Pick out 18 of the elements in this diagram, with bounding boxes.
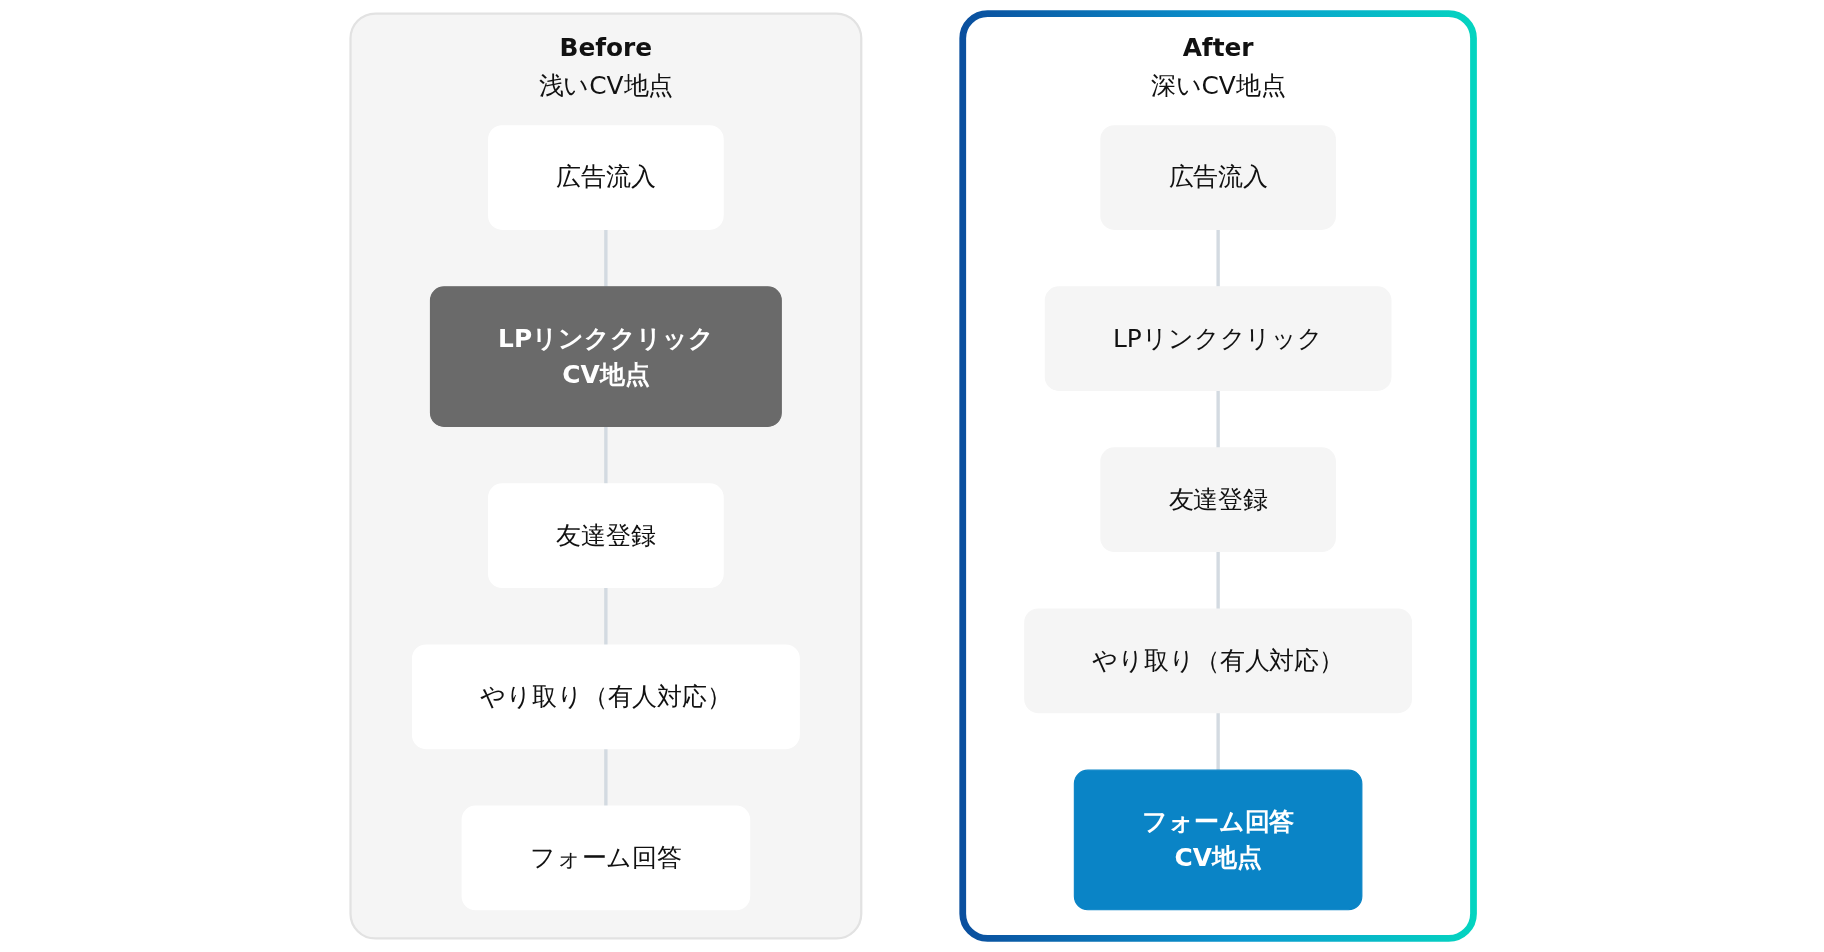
node-box: フォーム回答 CV地点: [1073, 769, 1363, 911]
node-box: 広告流入: [1100, 125, 1336, 230]
node-box: 友達登録: [488, 483, 724, 589]
connector: [1216, 712, 1220, 771]
node-box: やり取り（有人対応）: [411, 644, 800, 750]
connector: [604, 748, 608, 807]
node-box: フォーム回答: [461, 805, 751, 911]
node-box: 友達登録: [1100, 447, 1336, 553]
connector: [1216, 551, 1220, 610]
connector: [604, 229, 608, 287]
node-box: 広告流入: [488, 125, 724, 230]
node-box: LPリンククリック: [1044, 286, 1392, 391]
connector: [1216, 390, 1220, 448]
node-box: LPリンククリック CV地点: [429, 286, 782, 427]
connector: [604, 426, 608, 484]
connector: [604, 587, 608, 645]
node-box: やり取り（有人対応）: [1024, 608, 1413, 714]
connector: [1216, 229, 1220, 287]
